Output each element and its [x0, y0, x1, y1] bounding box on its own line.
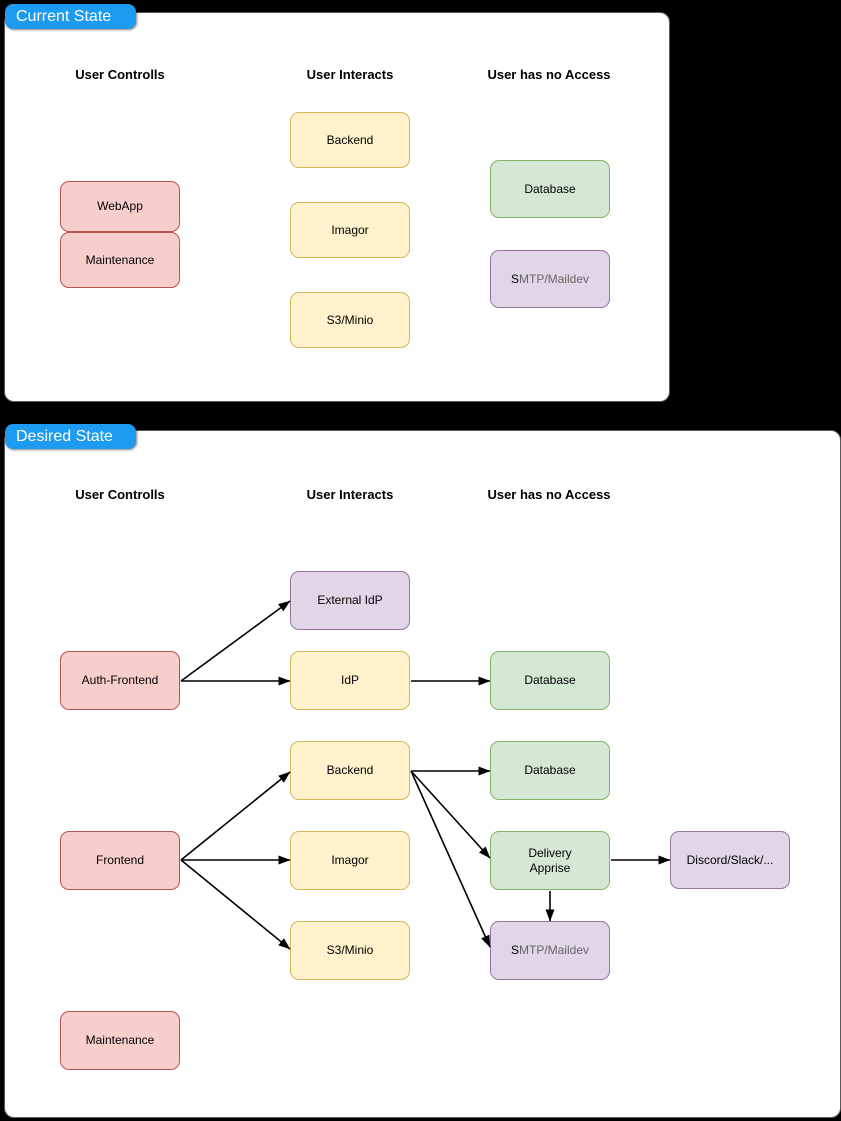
node-maintenance-desired[interactable]: Maintenance	[60, 1011, 180, 1070]
node-s3minio-current[interactable]: S3/Minio	[290, 292, 410, 348]
header-user-controls-current: User Controlls	[75, 67, 165, 82]
node-idp-label: IdP	[340, 673, 359, 687]
header-user-no-access-desired: User has no Access	[487, 487, 611, 502]
node-smtp-maildev-desired[interactable]: SMTP/Maildev	[490, 921, 610, 980]
node-discord-slack[interactable]: Discord/Slack/...	[670, 831, 790, 889]
node-smtp-maildev-desired-label: SMTP/Maildev	[510, 943, 590, 957]
node-smtp-maildev-current-label: SMTP/Maildev	[510, 271, 590, 286]
node-external-idp-label: External IdP	[317, 593, 383, 607]
node-auth-frontend[interactable]: Auth-Frontend	[60, 651, 180, 710]
node-maintenance-current[interactable]: Maintenance	[60, 232, 180, 288]
header-user-no-access-current: User has no Access	[487, 67, 611, 82]
node-s3minio-desired[interactable]: S3/Minio	[290, 921, 410, 980]
node-maintenance-current-label: Maintenance	[85, 252, 155, 267]
node-external-idp[interactable]: External IdP	[290, 571, 410, 630]
node-database-current[interactable]: Database	[490, 160, 610, 218]
node-smtp-maildev-current[interactable]: SMTP/Maildev	[490, 250, 610, 308]
node-discord-slack-label: Discord/Slack/...	[686, 852, 774, 867]
node-imagor-current[interactable]: Imagor	[290, 202, 410, 258]
node-database-idp-label: Database	[524, 673, 576, 687]
header-user-interacts-current: User Interacts	[306, 67, 394, 82]
node-s3minio-current-label: S3/Minio	[326, 312, 374, 327]
node-imagor-desired-label: Imagor	[331, 853, 369, 867]
node-idp[interactable]: IdP	[290, 651, 410, 710]
node-database-backend-label: Database	[524, 763, 576, 777]
node-frontend[interactable]: Frontend	[60, 831, 180, 890]
header-user-interacts-desired: User Interacts	[306, 487, 394, 502]
node-database-idp[interactable]: Database	[490, 651, 610, 710]
node-s3minio-desired-label: S3/Minio	[326, 943, 374, 957]
node-backend-current-label: Backend	[326, 132, 374, 147]
tab-desired-state[interactable]: Desired State	[5, 424, 136, 449]
node-auth-frontend-label: Auth-Frontend	[81, 673, 159, 687]
tab-current-state[interactable]: Current State	[5, 4, 136, 29]
node-imagor-current-label: Imagor	[331, 222, 369, 237]
node-backend-current[interactable]: Backend	[290, 112, 410, 168]
node-database-current-label: Database	[524, 181, 576, 196]
node-imagor-desired[interactable]: Imagor	[290, 831, 410, 890]
node-database-backend[interactable]: Database	[490, 741, 610, 800]
node-maintenance-desired-label: Maintenance	[85, 1033, 155, 1047]
node-backend-desired-label: Backend	[326, 763, 374, 777]
node-webapp[interactable]: WebApp	[60, 181, 180, 232]
node-webapp-label: WebApp	[97, 199, 143, 213]
node-frontend-label: Frontend	[95, 853, 145, 867]
header-user-controls-desired: User Controlls	[75, 487, 165, 502]
node-backend-desired[interactable]: Backend	[290, 741, 410, 800]
